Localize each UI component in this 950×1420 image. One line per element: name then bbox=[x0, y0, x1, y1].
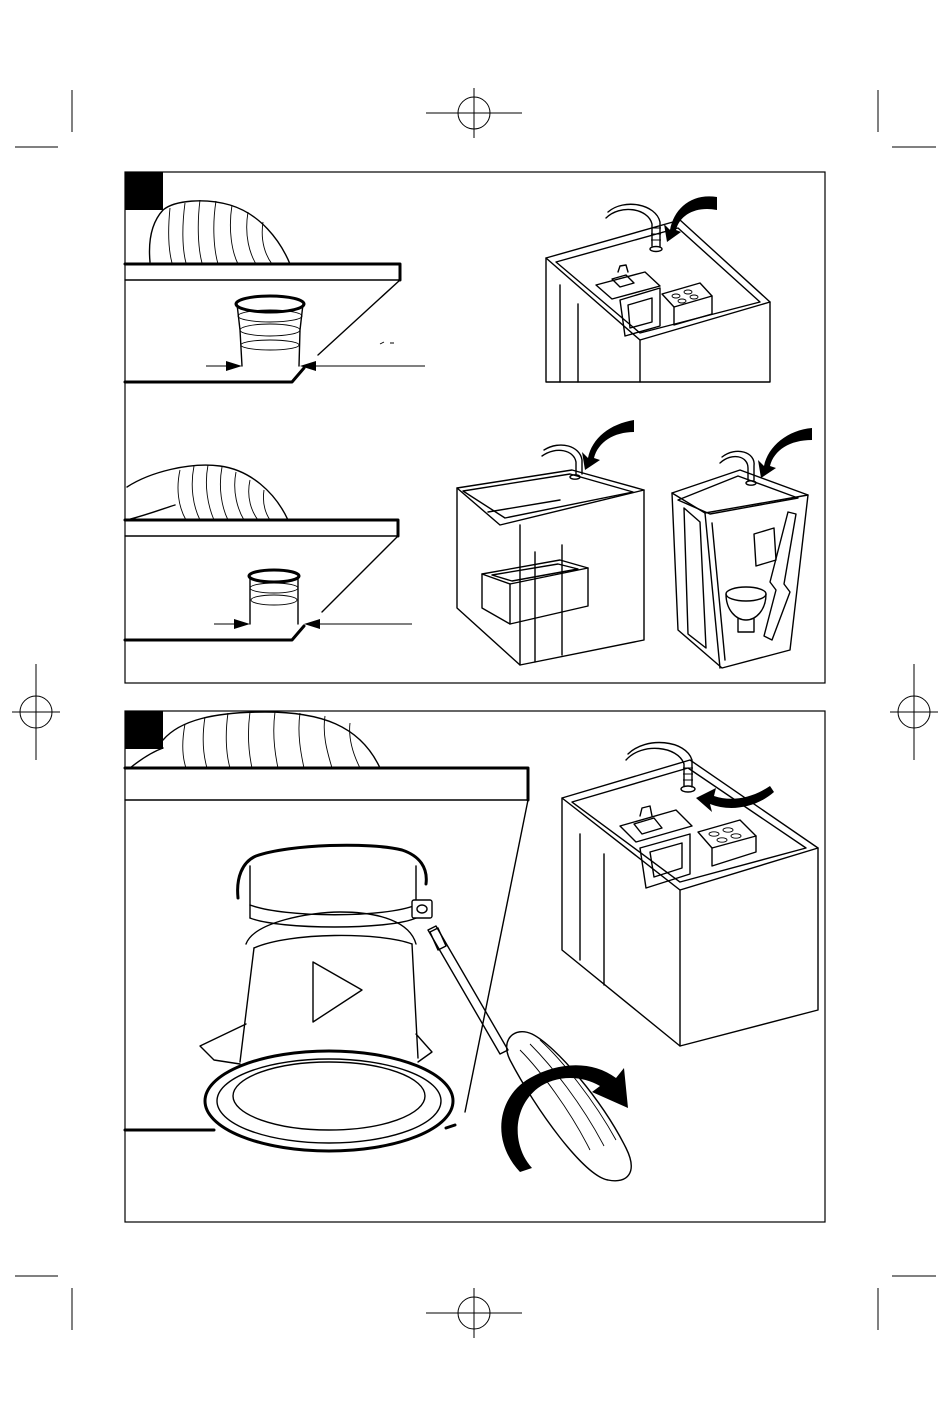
kitchen-room bbox=[546, 204, 770, 382]
duct-collar-large bbox=[125, 200, 425, 382]
toilet-room bbox=[672, 451, 808, 668]
registration-mark-icon bbox=[426, 88, 522, 138]
registration-mark-icon bbox=[12, 664, 60, 760]
curved-arrow-icon bbox=[582, 420, 634, 470]
screwdriver-tightening bbox=[428, 926, 631, 1181]
curved-arrow-icon bbox=[696, 786, 774, 812]
play-triangle-icon bbox=[313, 962, 362, 1022]
kitchen-room bbox=[562, 743, 818, 1046]
curved-arrow-icon bbox=[664, 196, 717, 242]
duct-connector-close-up bbox=[125, 712, 528, 1151]
panel-1 bbox=[125, 172, 825, 683]
bathroom-room bbox=[457, 445, 644, 665]
black-square-marker bbox=[125, 711, 163, 749]
black-square-marker bbox=[125, 172, 163, 210]
panel-2 bbox=[125, 711, 825, 1222]
curved-arrow-icon bbox=[758, 428, 812, 478]
registration-mark-icon bbox=[890, 664, 938, 760]
duct-collar-small bbox=[125, 465, 412, 640]
crop-marks bbox=[15, 90, 936, 1330]
registration-mark-icon bbox=[426, 1288, 522, 1338]
